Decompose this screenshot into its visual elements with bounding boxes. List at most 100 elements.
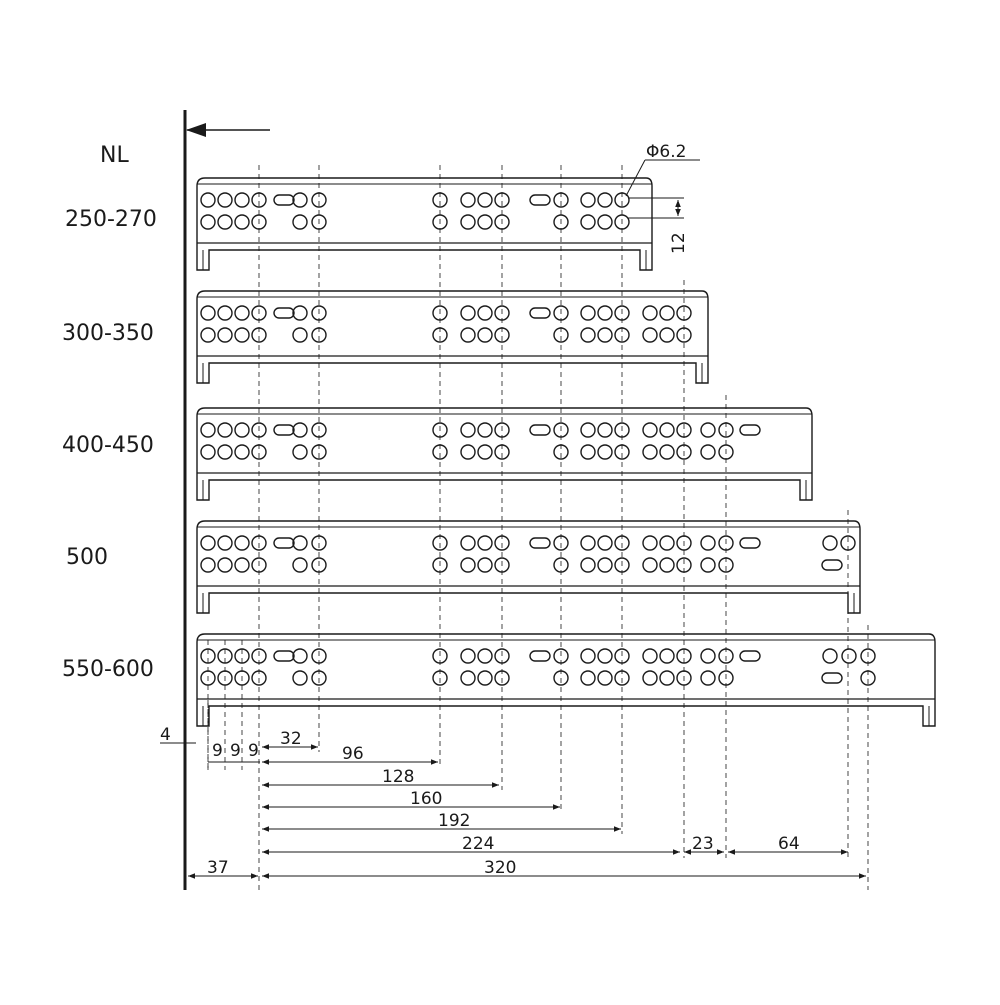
mounting-hole [659, 327, 675, 343]
mounting-hole [292, 557, 308, 573]
mounting-hole [292, 444, 308, 460]
dimension-lines: 9 9 9 32 96 128 160 192 224 23 64 37 320 [188, 729, 866, 879]
mounting-hole [200, 422, 216, 438]
mounting-hole [292, 648, 308, 664]
mounting-hole [700, 444, 716, 460]
mounting-hole [292, 305, 308, 321]
mounting-hole [597, 670, 613, 686]
slide-profiles [196, 177, 936, 727]
mounting-hole [642, 535, 658, 551]
mounting-hole [477, 305, 493, 321]
mounting-hole [234, 214, 250, 230]
mounting-hole [460, 670, 476, 686]
mounting-hole [200, 214, 216, 230]
mounting-hole [642, 422, 658, 438]
slide-outline [196, 520, 861, 614]
mounting-hole [700, 670, 716, 686]
mounting-hole [234, 305, 250, 321]
mounting-hole [217, 305, 233, 321]
mounting-hole [217, 422, 233, 438]
mounting-hole [217, 192, 233, 208]
mounting-hole [460, 648, 476, 664]
dimension-23-label: 23 [692, 834, 714, 854]
mounting-hole [217, 214, 233, 230]
mounting-hole [200, 557, 216, 573]
mounting-hole [597, 557, 613, 573]
mounting-hole [292, 192, 308, 208]
slide-profile-5 [196, 633, 936, 727]
mounting-hole [477, 670, 493, 686]
mounting-hole [642, 327, 658, 343]
mounting-hole [659, 535, 675, 551]
mounting-hole [700, 422, 716, 438]
mounting-hole [642, 557, 658, 573]
mounting-hole [580, 192, 596, 208]
dimension-192-label: 192 [438, 811, 470, 831]
slide-profile-1 [196, 177, 653, 271]
mounting-hole [700, 535, 716, 551]
size-label-250-270: 250-270 [65, 207, 157, 232]
mounting-hole [580, 327, 596, 343]
mounting-slot [739, 537, 761, 549]
mounting-hole [477, 214, 493, 230]
pitch-label-1: 9 [212, 741, 223, 761]
mounting-hole [642, 444, 658, 460]
mounting-hole [460, 214, 476, 230]
mounting-hole [460, 535, 476, 551]
mounting-hole [700, 557, 716, 573]
mounting-hole [642, 648, 658, 664]
mounting-hole [217, 327, 233, 343]
mounting-hole [700, 648, 716, 664]
mounting-slot [529, 650, 551, 662]
mounting-hole [477, 422, 493, 438]
mounting-hole [234, 535, 250, 551]
slide-outline [196, 633, 936, 727]
slide-profile-4 [196, 520, 861, 614]
mounting-slot [739, 424, 761, 436]
mounting-hole [234, 557, 250, 573]
mounting-hole [659, 648, 675, 664]
slide-outline [196, 407, 813, 501]
mounting-hole [659, 670, 675, 686]
size-label-300-350: 300-350 [62, 321, 154, 346]
mounting-hole [597, 444, 613, 460]
mounting-hole [659, 557, 675, 573]
mounting-hole [580, 214, 596, 230]
mounting-hole [217, 557, 233, 573]
slide-outline [196, 290, 709, 384]
mounting-hole [292, 327, 308, 343]
direction-arrowhead [186, 123, 206, 137]
mounting-hole [822, 535, 838, 551]
pitch-label-2: 9 [230, 741, 241, 761]
size-label-550-600: 550-600 [62, 657, 154, 682]
mounting-slot [739, 650, 761, 662]
mounting-hole [597, 422, 613, 438]
mounting-slot [529, 537, 551, 549]
mounting-hole [822, 648, 838, 664]
diameter-leader [625, 159, 646, 197]
mounting-hole [477, 648, 493, 664]
mounting-hole [477, 327, 493, 343]
mounting-slot [273, 537, 295, 549]
mounting-hole [292, 535, 308, 551]
slide-outline [196, 177, 653, 271]
mounting-slot [273, 194, 295, 206]
mounting-hole [597, 648, 613, 664]
mounting-slot [529, 194, 551, 206]
mounting-hole [234, 444, 250, 460]
mounting-hole [217, 535, 233, 551]
mounting-hole [580, 535, 596, 551]
size-label-500: 500 [66, 545, 108, 570]
vertical-guide-lines [207, 165, 869, 890]
mounting-hole [200, 305, 216, 321]
dimension-96-label: 96 [342, 744, 364, 764]
mounting-hole [580, 670, 596, 686]
mounting-hole [477, 192, 493, 208]
mounting-hole [659, 444, 675, 460]
row-spacing-label: 12 [669, 232, 689, 254]
mounting-hole [234, 192, 250, 208]
dimension-224-label: 224 [462, 834, 494, 854]
slide-profile-2 [196, 290, 709, 384]
mounting-hole [659, 305, 675, 321]
